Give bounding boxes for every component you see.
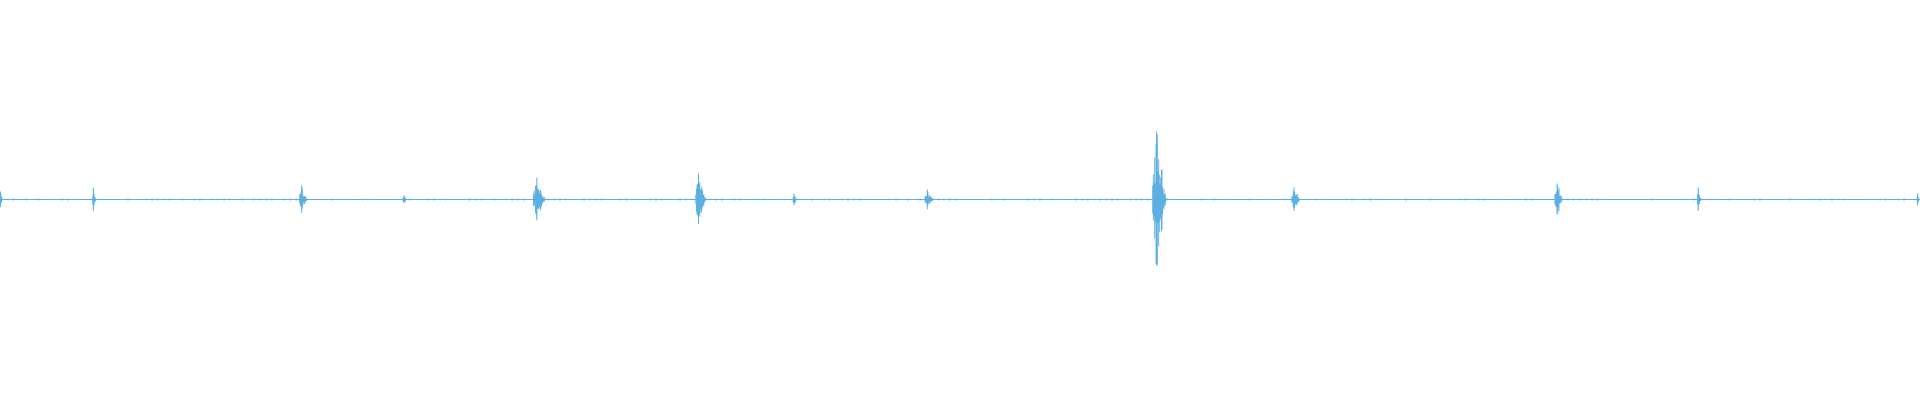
- waveform-noise: [1, 197, 1917, 202]
- waveform-burst: [1554, 183, 1564, 215]
- waveform-bursts: [0, 131, 1920, 266]
- waveform-burst: [299, 185, 308, 213]
- waveform-burst: [792, 193, 798, 206]
- waveform-burst: [402, 195, 408, 204]
- waveform-burst: [1291, 187, 1301, 211]
- waveform-burst: [92, 187, 96, 211]
- waveform-burst: [1152, 131, 1168, 266]
- waveform-burst: [695, 173, 707, 225]
- waveform-burst: [533, 177, 547, 221]
- waveform-burst: [924, 189, 934, 209]
- waveform-burst: [1916, 193, 1920, 206]
- waveform-burst: [1697, 187, 1702, 211]
